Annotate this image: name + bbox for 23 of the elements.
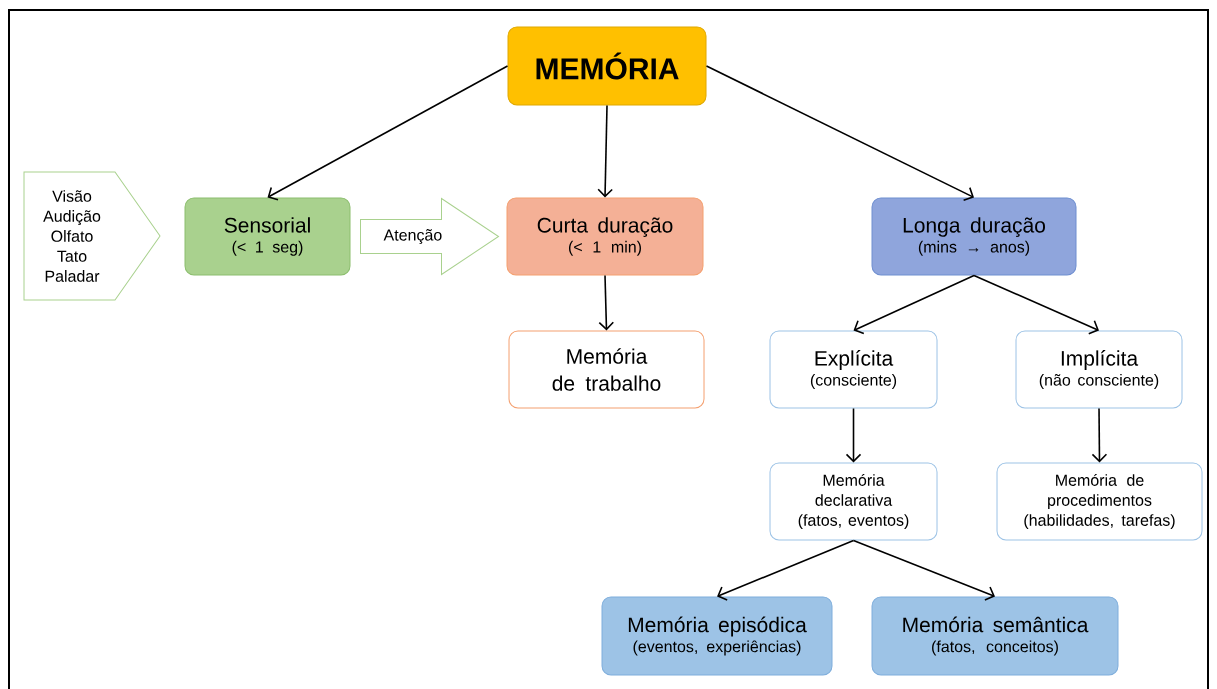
block-arrow	[360, 198, 499, 275]
edge-label: Atenção	[382, 228, 444, 245]
process-box: Memória episódica (eventos, experiências)	[601, 596, 833, 676]
process-box: Memória de trabalho	[508, 330, 705, 409]
process-box: Memória de procedimentos (habilidades, tarefas)	[996, 462, 1203, 541]
arrow	[1091, 407, 1108, 463]
process-box: Implícita (não consciente)	[1015, 330, 1183, 409]
arrow	[973, 274, 1099, 335]
process-box: Explícita (consciente)	[769, 330, 938, 409]
process-box: Memória semântica (fatos, conceitos)	[871, 596, 1119, 676]
arrow	[705, 65, 974, 201]
arrow	[598, 274, 615, 331]
process-box: Longa duração (mins → anos)	[871, 197, 1077, 276]
arrow	[597, 104, 613, 198]
title-box: MEMÓRIA	[507, 26, 707, 106]
arrow	[853, 274, 975, 335]
arrow	[845, 407, 862, 463]
process-box: Sensorial (< 1 seg)	[184, 197, 351, 276]
process-box: Curta duração (< 1 min)	[506, 197, 704, 276]
process-box: Memória declarativa (fatos, eventos)	[769, 462, 938, 541]
arrow	[852, 539, 995, 601]
arrow	[717, 539, 855, 601]
arrow	[267, 65, 509, 201]
